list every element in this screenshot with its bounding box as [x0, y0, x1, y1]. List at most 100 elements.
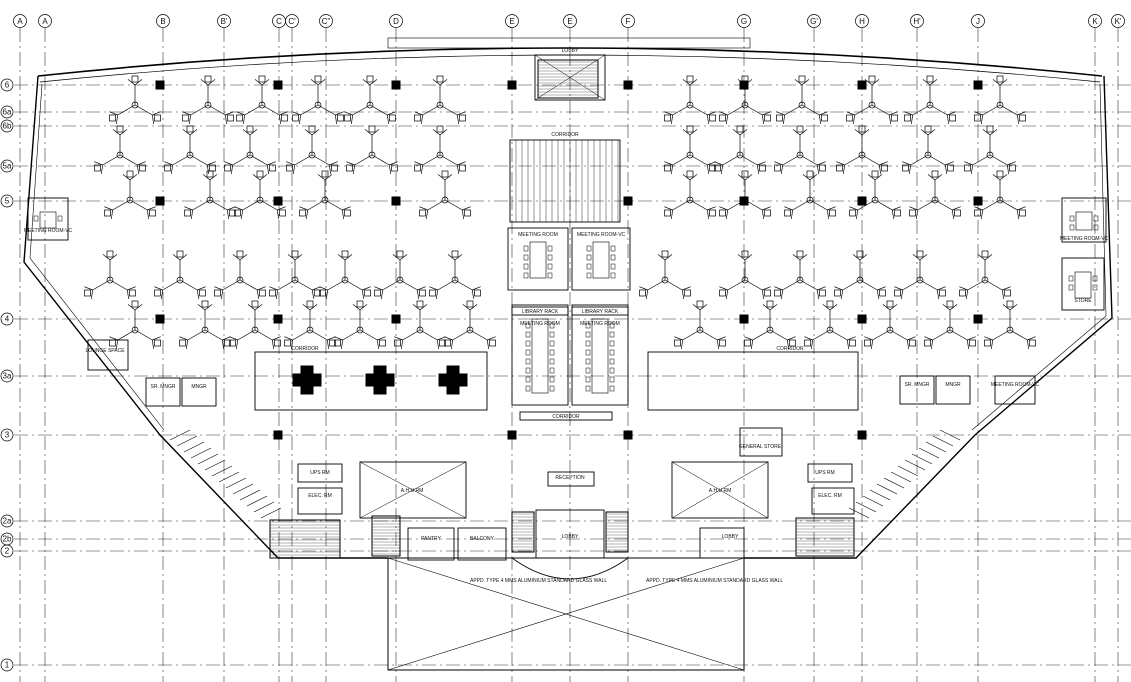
- grid-row-label: 2a: [3, 517, 12, 526]
- room-ahu-right: [671, 461, 769, 519]
- grid-col-bubble: [737, 14, 751, 28]
- workstation-cluster: [234, 170, 286, 219]
- room-meeting-room-2: [571, 227, 631, 291]
- workstation-cluster: [864, 300, 916, 349]
- workstation-cluster: [299, 170, 351, 219]
- workstation-cluster: [719, 170, 771, 219]
- room-elec-right: [811, 487, 855, 515]
- glass-wall-note: APPD. TYPE 4 MMS ALUMINIUM STANDARD GLAS…: [646, 578, 783, 584]
- facade-fin: [911, 453, 933, 465]
- column-pillar: [857, 196, 867, 206]
- grid-row-label: 6b: [3, 122, 12, 131]
- conference-cluster: [438, 365, 468, 395]
- stair-block: [371, 515, 401, 557]
- workstation-cluster: [664, 125, 716, 174]
- column-pillar: [391, 80, 401, 90]
- facade-fin: [939, 429, 961, 441]
- room-label: MNGR: [945, 382, 961, 388]
- workstation-cluster: [109, 75, 161, 124]
- column-pillar: [973, 80, 983, 90]
- facade-fin: [218, 471, 240, 483]
- grid-col-bubble: [217, 14, 231, 28]
- grid-col-label: D: [393, 17, 399, 26]
- workstation-cluster: [429, 250, 481, 299]
- column-pillar: [155, 196, 165, 206]
- grid-row-label: 3a: [3, 372, 12, 381]
- workstation-cluster: [344, 75, 396, 124]
- grid-col-label: K: [1092, 17, 1098, 26]
- room-meeting-room-3: [511, 304, 569, 406]
- workstation-cluster: [286, 125, 338, 174]
- room-label: MEETING ROOM-VC: [24, 228, 73, 234]
- room-label: GENERAL STORE: [739, 444, 782, 450]
- grid-col-bubble: [389, 14, 403, 28]
- grid-row-bubble: [0, 159, 14, 173]
- room-ups-right: [807, 463, 853, 483]
- room-label: LOBBY: [562, 534, 579, 540]
- workstation-cluster: [836, 125, 888, 174]
- facade-fin: [890, 471, 912, 483]
- workstation-cluster: [154, 250, 206, 299]
- room-library-rack-l: [511, 306, 569, 316]
- facade-fin: [197, 453, 219, 465]
- workstation-cluster: [849, 170, 901, 219]
- grid-row-bubble: [0, 312, 14, 326]
- grid-col-label: E: [509, 17, 514, 26]
- grid-col-bubble: [38, 14, 52, 28]
- room-general-store: [739, 427, 783, 457]
- grid-row-label: 2b: [3, 535, 12, 544]
- workstation-cluster: [164, 125, 216, 174]
- conference-cluster: [292, 365, 322, 395]
- workstation-cluster: [902, 125, 954, 174]
- facade-fin: [204, 459, 226, 471]
- grid-col-label: B': [221, 17, 228, 26]
- workstation-cluster: [846, 75, 898, 124]
- grid-col-label: A: [42, 17, 48, 26]
- facade-fin: [848, 507, 870, 519]
- room-library-rack-r: [571, 306, 629, 316]
- room-corridor-mid: [519, 411, 613, 421]
- grid-row-bubble: [0, 544, 14, 558]
- workstation-cluster: [974, 75, 1026, 124]
- room-label: SR. MNGR: [151, 384, 176, 390]
- room-label: MEETING ROOM: [580, 321, 620, 327]
- workstation-cluster: [774, 250, 826, 299]
- column-pillar: [739, 80, 749, 90]
- room-label: LIBRARY RACK: [522, 309, 559, 315]
- stair-block: [605, 511, 629, 553]
- room-pantry: [407, 527, 455, 561]
- workstation-cluster: [374, 250, 426, 299]
- room-lobby-bottom-r: [699, 527, 745, 559]
- room-label: LOUNGE SPACE: [85, 348, 125, 354]
- stair-block: [269, 519, 341, 559]
- room-corridor-left: [254, 351, 488, 411]
- room-label: SR. MNGR: [905, 382, 930, 388]
- room-label: MEETING ROOM-VC: [577, 232, 626, 238]
- workstation-cluster: [229, 300, 281, 349]
- workstation-cluster: [909, 170, 961, 219]
- workstation-cluster: [236, 75, 288, 124]
- grid-col-label: K': [1115, 17, 1122, 26]
- facade-fin: [246, 495, 268, 507]
- grid-row-bubble: [0, 658, 14, 672]
- facade-fin: [883, 477, 905, 489]
- workstation-cluster: [719, 250, 771, 299]
- workstation-cluster: [214, 250, 266, 299]
- workstation-clusters: [84, 75, 1036, 349]
- grid-col-bubble: [505, 14, 519, 28]
- facade-fin: [862, 495, 884, 507]
- column-pillar: [507, 80, 517, 90]
- workstation-cluster: [744, 300, 796, 349]
- facade-fin: [918, 447, 940, 459]
- grid-col-bubble: [971, 14, 985, 28]
- workstation-cluster: [94, 125, 146, 174]
- room-label: STORE: [1074, 298, 1092, 304]
- room-label: ELEC. RM: [818, 493, 842, 499]
- grid-col-bubble: [13, 14, 27, 28]
- room-label: LIBRARY RACK: [582, 309, 619, 315]
- room-label: CORRIDOR: [291, 346, 319, 352]
- grid-col-label: G: [741, 17, 747, 26]
- workstation-cluster: [414, 75, 466, 124]
- glass-wall-note: APPD. TYPE 4 MMS ALUMINIUM STANDARD GLAS…: [470, 578, 607, 584]
- grid-col-bubble: [855, 14, 869, 28]
